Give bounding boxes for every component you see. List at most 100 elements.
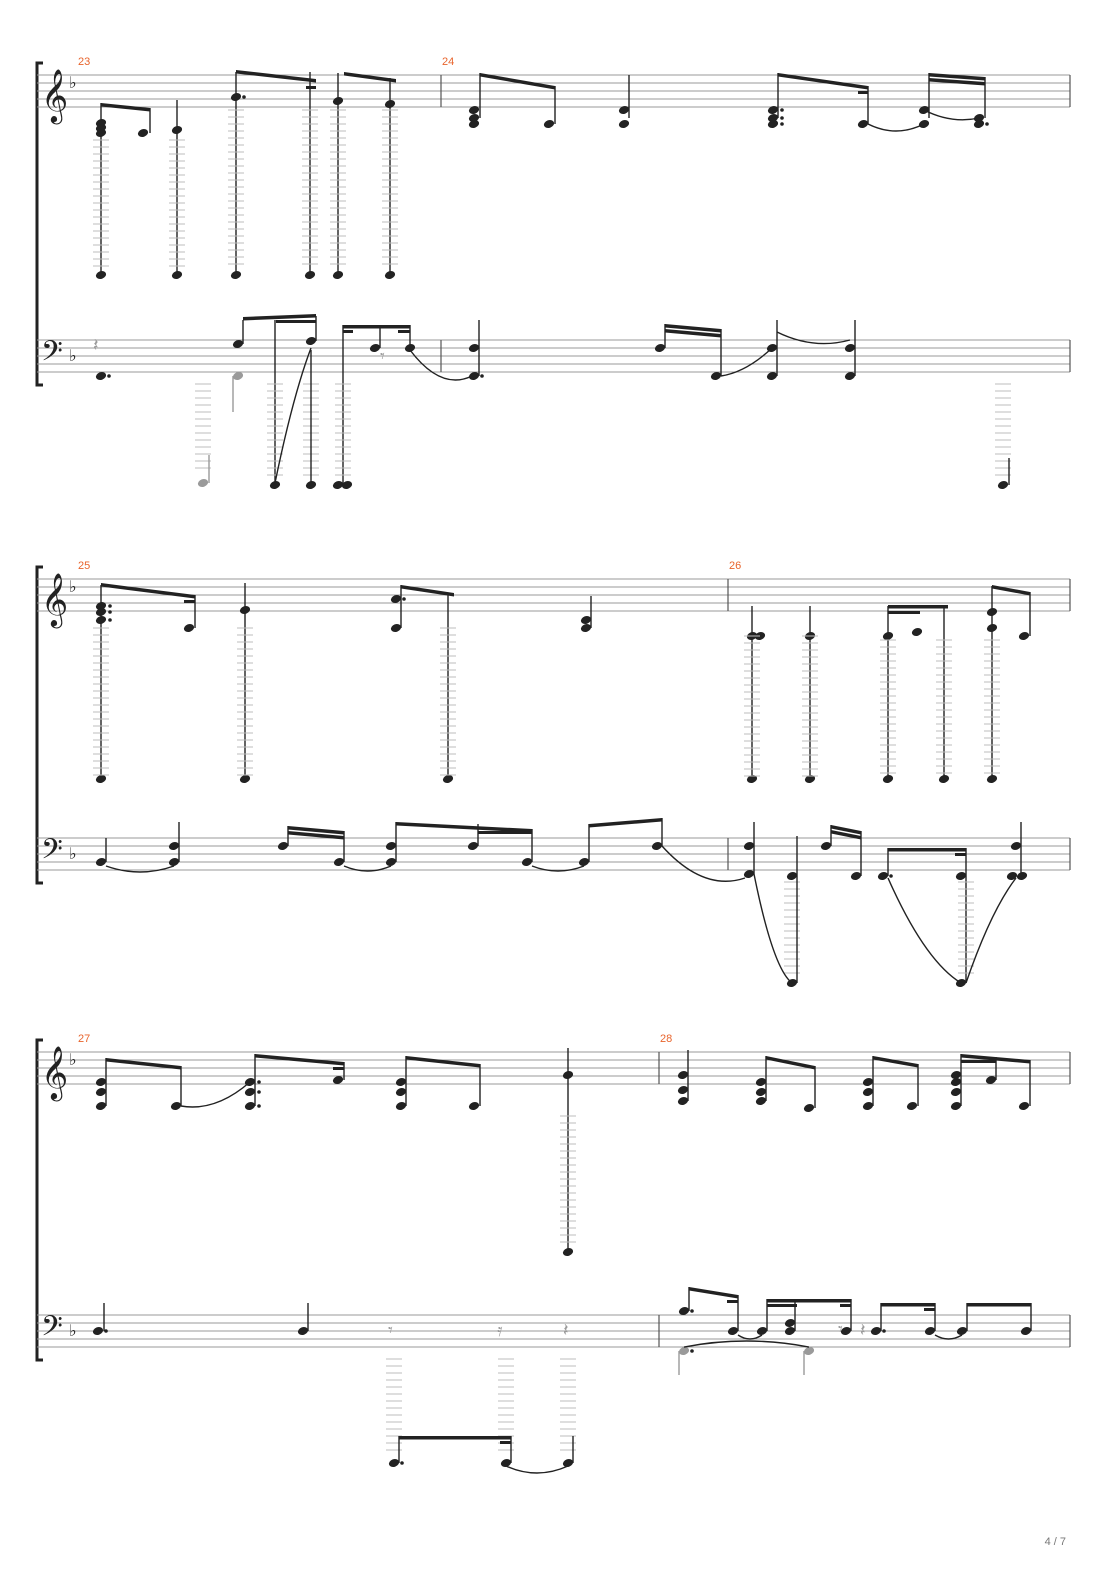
- notehead: [973, 120, 985, 128]
- notehead: [755, 1078, 767, 1086]
- measure-number: 27: [78, 1033, 90, 1045]
- notehead: [332, 481, 344, 489]
- slur: [683, 1340, 810, 1348]
- beam-partial: [343, 330, 353, 333]
- notehead: [857, 120, 869, 128]
- notehead: [862, 1088, 874, 1096]
- augmentation-dot: [108, 618, 112, 622]
- beam-partial: [398, 330, 410, 333]
- notehead: [369, 344, 381, 352]
- notehead: [784, 1327, 796, 1335]
- notehead: [985, 1076, 997, 1084]
- treble-clef: 𝄞: [41, 68, 68, 124]
- beam: [831, 825, 861, 835]
- bass-clef: 𝄢: [41, 1310, 63, 1350]
- notehead: [404, 344, 416, 352]
- notehead: [468, 120, 480, 128]
- beam-partial: [306, 86, 316, 89]
- notehead: [950, 1071, 962, 1079]
- page-number: 4 / 7: [1044, 1536, 1066, 1548]
- augmentation-dot: [690, 1349, 694, 1353]
- beam-partial: [500, 1441, 511, 1444]
- notehead: [95, 858, 107, 866]
- notehead: [1018, 632, 1030, 640]
- notehead: [767, 106, 779, 114]
- notehead: [844, 372, 856, 380]
- notehead: [844, 344, 856, 352]
- notehead: [820, 842, 832, 850]
- notehead: [678, 1347, 690, 1355]
- notehead: [341, 481, 353, 489]
- notehead: [1010, 842, 1022, 850]
- notehead: [727, 1327, 739, 1335]
- slur: [867, 123, 925, 132]
- slur: [409, 349, 473, 381]
- notehead: [862, 1078, 874, 1086]
- notehead: [580, 624, 592, 632]
- system-bracket: [35, 565, 43, 885]
- augmentation-dot: [780, 108, 784, 112]
- beam: [929, 78, 985, 86]
- augmentation-dot: [882, 1329, 886, 1333]
- augmentation-dot: [400, 1461, 404, 1465]
- notehead: [677, 1097, 689, 1105]
- beam-partial: [184, 600, 195, 603]
- beam-second: [767, 1304, 797, 1307]
- slur: [923, 109, 980, 121]
- system-bracket: [35, 61, 43, 387]
- beam: [967, 1303, 1031, 1307]
- beam-second: [961, 1060, 996, 1063]
- notehead: [950, 1078, 962, 1086]
- notehead: [924, 1327, 936, 1335]
- notehead: [743, 842, 755, 850]
- augmentation-dot: [480, 374, 484, 378]
- notehead: [305, 481, 317, 489]
- notehead: [804, 775, 816, 783]
- notehead: [395, 1102, 407, 1110]
- beam: [888, 605, 948, 609]
- augmentation-dot: [402, 597, 406, 601]
- notehead: [388, 1459, 400, 1467]
- notehead: [92, 1327, 104, 1335]
- notehead: [710, 372, 722, 380]
- notehead: [562, 1459, 574, 1467]
- notehead: [500, 1459, 512, 1467]
- notehead: [756, 1327, 768, 1335]
- beam: [399, 1436, 511, 1440]
- notehead: [578, 858, 590, 866]
- augmentation-dot: [985, 122, 989, 126]
- slur: [720, 347, 773, 377]
- rest: 𝄾: [380, 346, 385, 367]
- beam: [778, 73, 868, 90]
- rest: 𝄽: [563, 1320, 569, 1341]
- key-signature-flat: ♭: [69, 1050, 77, 1069]
- beam: [406, 1056, 480, 1068]
- notehead: [1018, 1102, 1030, 1110]
- measure-number: 26: [729, 560, 741, 572]
- augmentation-dot: [257, 1080, 261, 1084]
- rest: 𝄽: [93, 335, 99, 356]
- notehead: [1006, 872, 1018, 880]
- rest: 𝄿: [497, 1320, 503, 1341]
- beam: [236, 70, 316, 83]
- key-signature-flat: ♭: [69, 73, 77, 92]
- beam: [665, 329, 721, 338]
- slur: [887, 877, 962, 984]
- notehead: [395, 1078, 407, 1086]
- notehead: [390, 595, 402, 603]
- key-signature-flat: ♭: [69, 577, 77, 596]
- slur: [776, 331, 851, 345]
- notehead: [95, 271, 107, 279]
- slur: [274, 347, 312, 484]
- beam: [831, 830, 861, 840]
- notehead: [766, 372, 778, 380]
- notehead: [171, 271, 183, 279]
- notehead: [654, 344, 666, 352]
- notehead: [1020, 1327, 1032, 1335]
- notehead: [442, 775, 454, 783]
- notehead: [468, 372, 480, 380]
- notehead: [95, 372, 107, 380]
